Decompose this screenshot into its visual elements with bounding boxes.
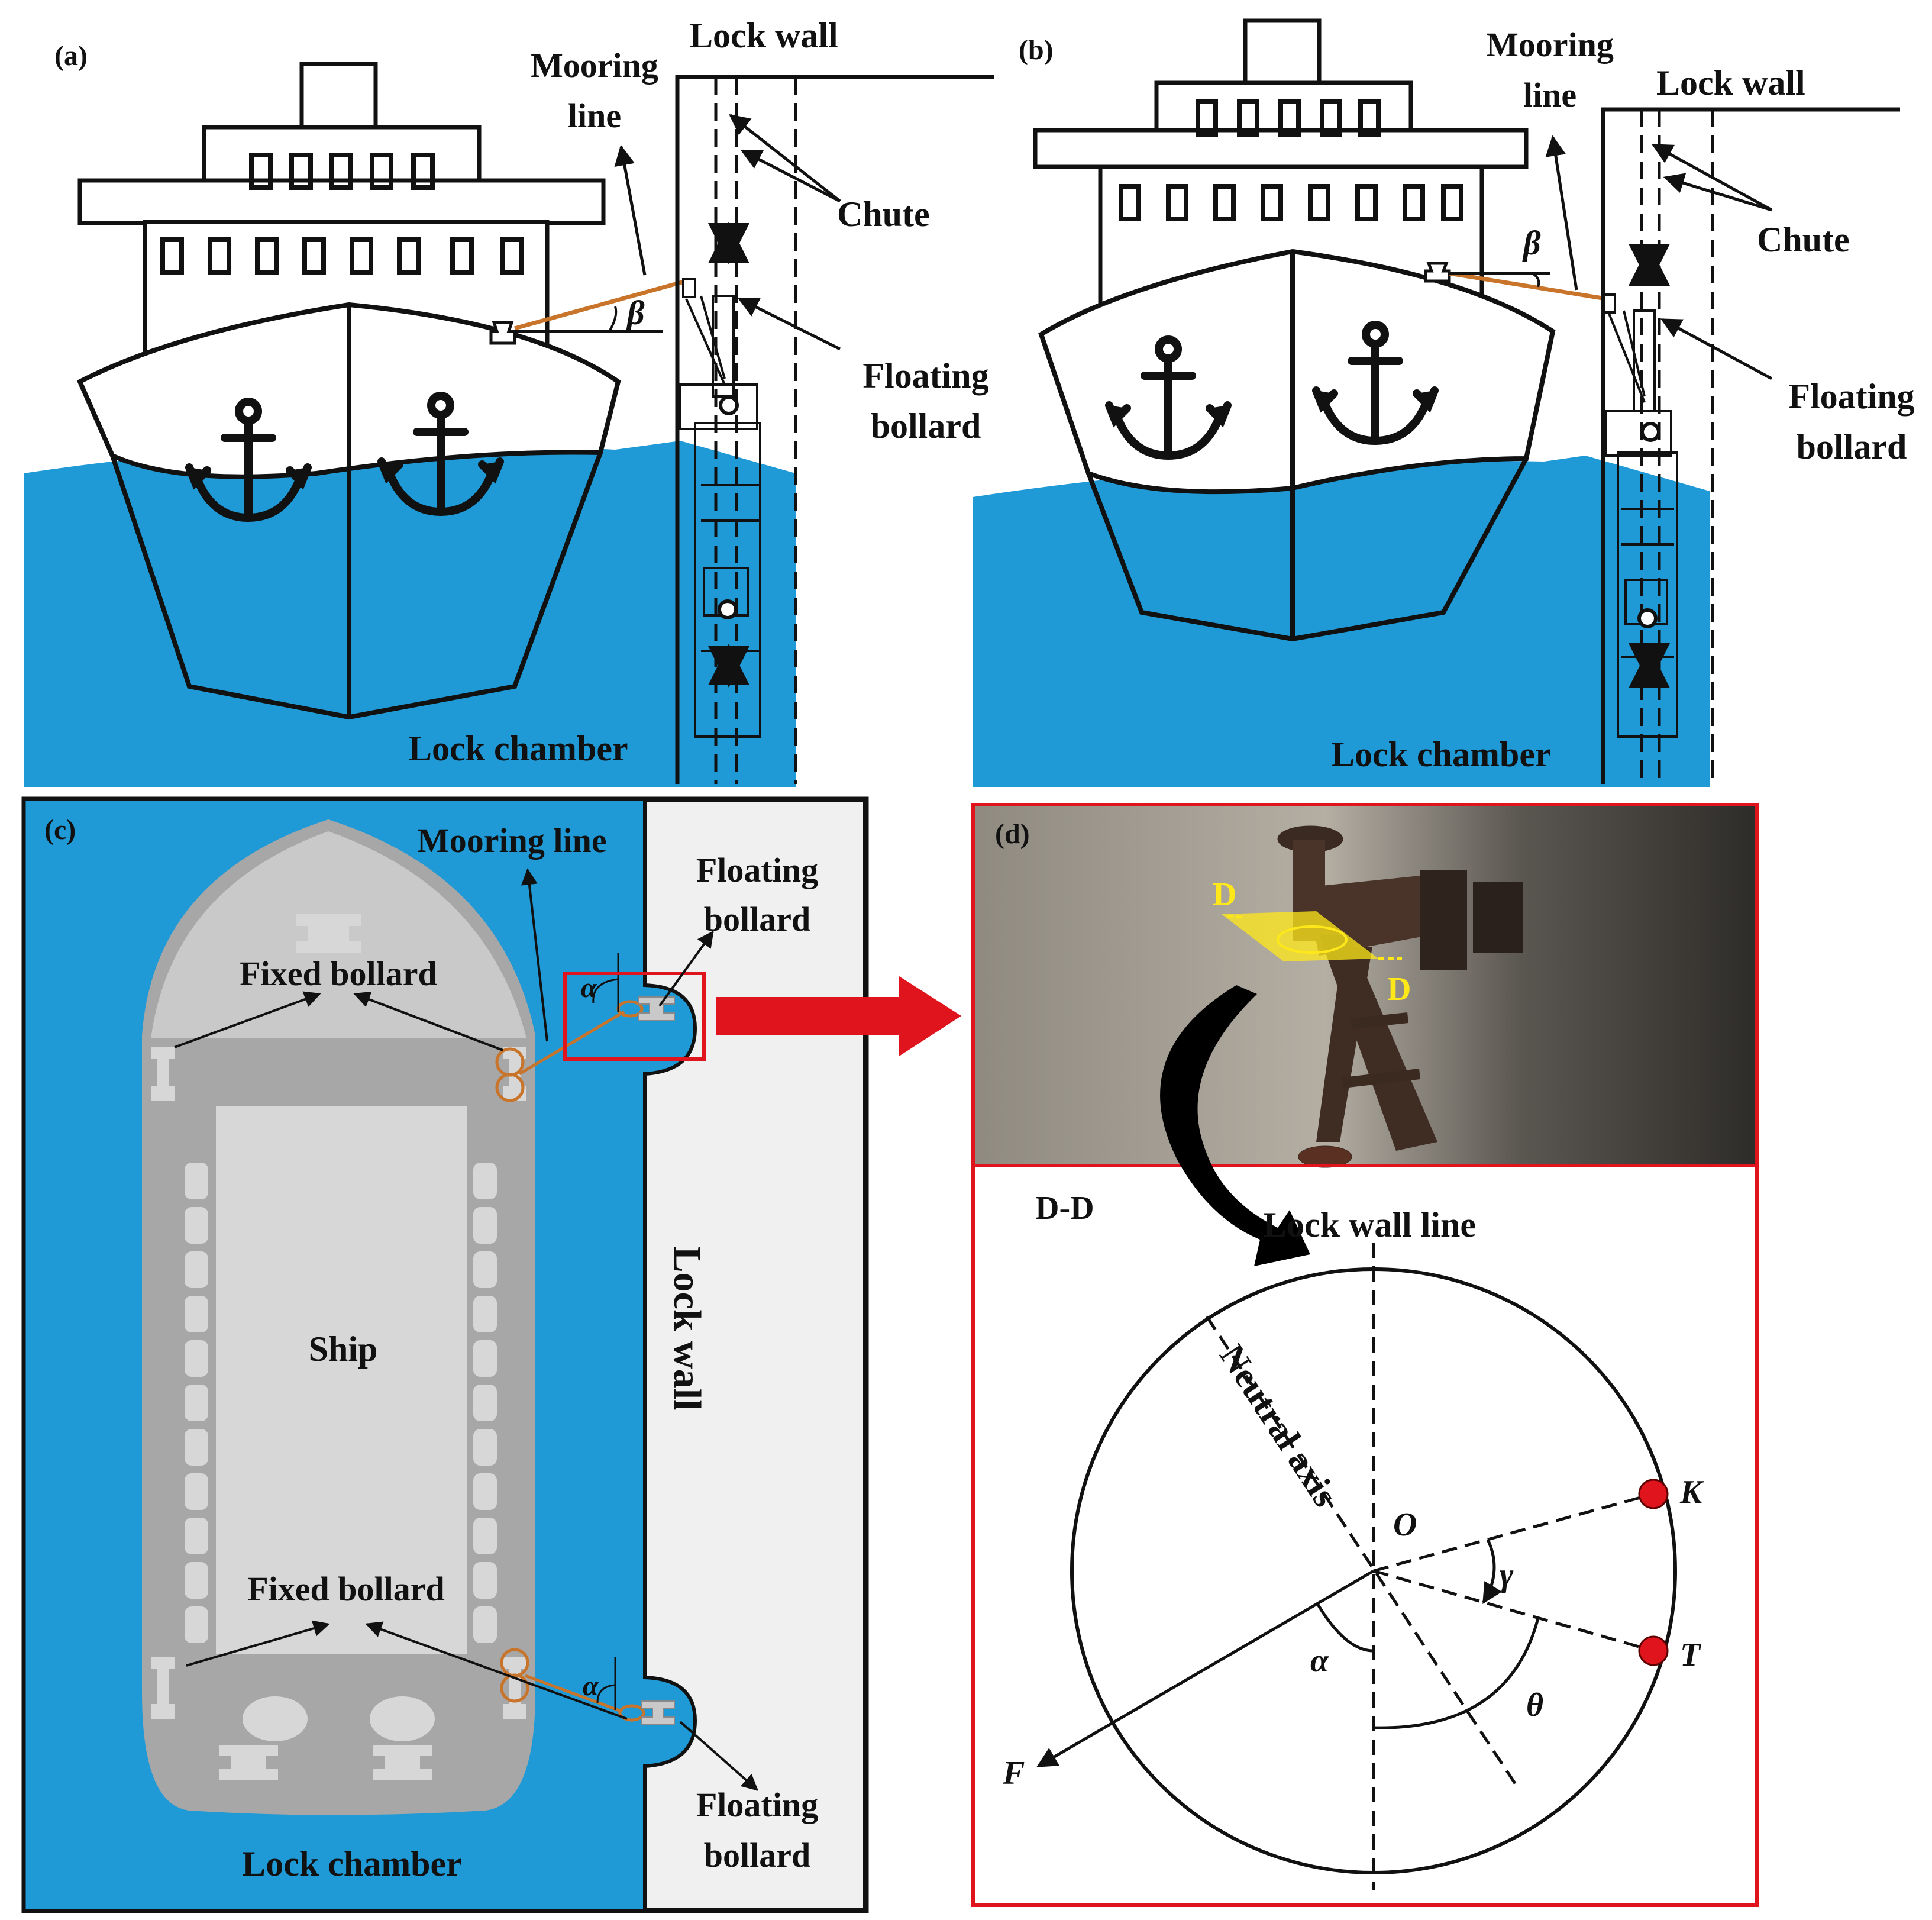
deck-bollard-b [1424, 262, 1451, 283]
lock-wall-strip [643, 799, 867, 1911]
lock-chamber-label: Lock chamber [242, 1844, 462, 1883]
section-title: D-D [1035, 1190, 1094, 1227]
lock-chamber-label: Lock chamber [1331, 735, 1551, 774]
beta-label: β [1522, 224, 1541, 262]
mooring-line-b [1449, 271, 1607, 301]
fixed-bollard-label: Fixed bollard [240, 954, 437, 993]
force-arrow [1036, 1569, 1375, 1768]
floating-bollard-label: bollard [1797, 427, 1907, 466]
anchor-icon [185, 398, 312, 522]
gamma-arc [1482, 1538, 1503, 1604]
point-o-label: O [1393, 1506, 1417, 1543]
lock-chamber-label: Lock chamber [408, 729, 628, 768]
floating-bollard-label: bollard [704, 900, 811, 938]
lock-wall-label: Lock wall [1656, 63, 1805, 102]
mooring-line-a [514, 279, 687, 331]
fixed-bollard-icon [219, 1745, 278, 1780]
panel-d-tag: (d) [995, 818, 1030, 850]
point-t-marker [1638, 1635, 1669, 1666]
mooring-line-label: Mooring [531, 46, 658, 85]
water-b [973, 456, 1710, 787]
panel-b-tag: (b) [1019, 34, 1054, 66]
mooring-line-label: Mooring line [417, 821, 607, 860]
fixed-bollard-icon [296, 914, 361, 953]
floating-bollard-label: Floating [862, 356, 988, 395]
deck-hatch [243, 1696, 308, 1741]
mooring-line-label: line [1523, 76, 1576, 114]
floating-bollard-label: Floating [696, 851, 818, 889]
radius-ok [1373, 1492, 1654, 1573]
gamma-label: γ [1500, 1557, 1514, 1593]
panel-c-tag: (c) [44, 814, 76, 846]
funnel-a [299, 62, 378, 130]
point-k-label: K [1679, 1474, 1704, 1511]
lock-wall-label: Lock wall [689, 16, 838, 55]
ship-hold [216, 1106, 467, 1654]
beta-label: β [626, 293, 645, 332]
alpha-label: α [581, 972, 597, 1003]
curved-arrow [1160, 985, 1310, 1266]
theta-arc [1373, 1618, 1540, 1729]
fixed-bollard-icon [151, 1657, 175, 1719]
panel-d: D D (d) D-D Lock wall line Neutral axis … [971, 803, 1759, 1907]
point-k-marker [1638, 1479, 1669, 1509]
alpha-label: α [583, 1670, 599, 1702]
floating-bollard-label: bollard [704, 1836, 811, 1874]
alpha-label: α [1310, 1643, 1329, 1679]
fixed-bollard-icon [151, 1047, 175, 1101]
anchor-icon [1105, 335, 1232, 460]
panel-a-tag: (a) [54, 40, 88, 72]
chute-label: Chute [1757, 220, 1850, 259]
mooring-line-label: Mooring [1486, 25, 1614, 64]
funnel-b [1243, 18, 1322, 85]
mooring-line-c-bottom [525, 1674, 622, 1713]
radius-ot [1373, 1569, 1654, 1653]
detail-box [563, 972, 706, 1061]
floating-bollard-label: bollard [871, 406, 981, 446]
lock-wall-b [1601, 107, 1900, 784]
ship-bollard-top [495, 1047, 525, 1102]
zoom-arrow [716, 976, 961, 1056]
ship-bollard-bottom [500, 1648, 529, 1703]
deck-hatch [370, 1696, 435, 1741]
deck-bollard-a [489, 321, 516, 345]
windows-b [1119, 99, 1463, 221]
lock-wall-line-label: Lock wall line [1263, 1205, 1476, 1244]
force-f-label: F [1002, 1755, 1025, 1792]
windows-a [160, 153, 524, 275]
panel-d-frame [971, 803, 1759, 1907]
lock-wall-a [675, 75, 994, 784]
mooring-line-c-top [518, 1010, 625, 1076]
ship-label: Ship [309, 1330, 378, 1369]
mooring-line-label: line [568, 96, 621, 135]
section-ellipse [1277, 925, 1348, 954]
panel-b: (b) Lock wall Mooring line Chute Floatin… [973, 18, 1915, 787]
fixed-bollard-label: Fixed bollard [247, 1570, 445, 1608]
fixed-bollard-icon [503, 1657, 526, 1719]
panel-c: (c) Mooring line Floating bollard Fixed … [21, 796, 961, 1913]
floating-bollard-label: Floating [696, 1786, 818, 1824]
anchor-icon [1312, 321, 1439, 446]
anchor-icon [377, 392, 504, 517]
water-a [24, 441, 796, 787]
theta-label: θ [1526, 1687, 1543, 1724]
point-t-label: T [1680, 1637, 1702, 1673]
floating-bollard-device-a [679, 278, 761, 738]
chute-label: Chute [837, 195, 930, 234]
floating-bollard-label: Floating [1788, 377, 1914, 416]
section-mark-d: D [1387, 971, 1411, 1008]
floating-bollard-device-b [1603, 293, 1678, 738]
alpha-arc [1316, 1603, 1374, 1653]
section-mark-d: D [1213, 876, 1236, 913]
panel-a: (a) Lock wall Mooring line Chute Floatin… [24, 16, 994, 787]
lock-wall-label: Lock wall [665, 1247, 709, 1411]
side-fenders [185, 1163, 497, 1643]
floating-bollard-head [641, 1700, 675, 1725]
fixed-bollard-icon [373, 1745, 432, 1780]
neutral-axis-label: Neutral axis [1212, 1337, 1345, 1513]
floating-bollard-ring [618, 1704, 645, 1722]
floating-bollard-head [638, 996, 675, 1021]
